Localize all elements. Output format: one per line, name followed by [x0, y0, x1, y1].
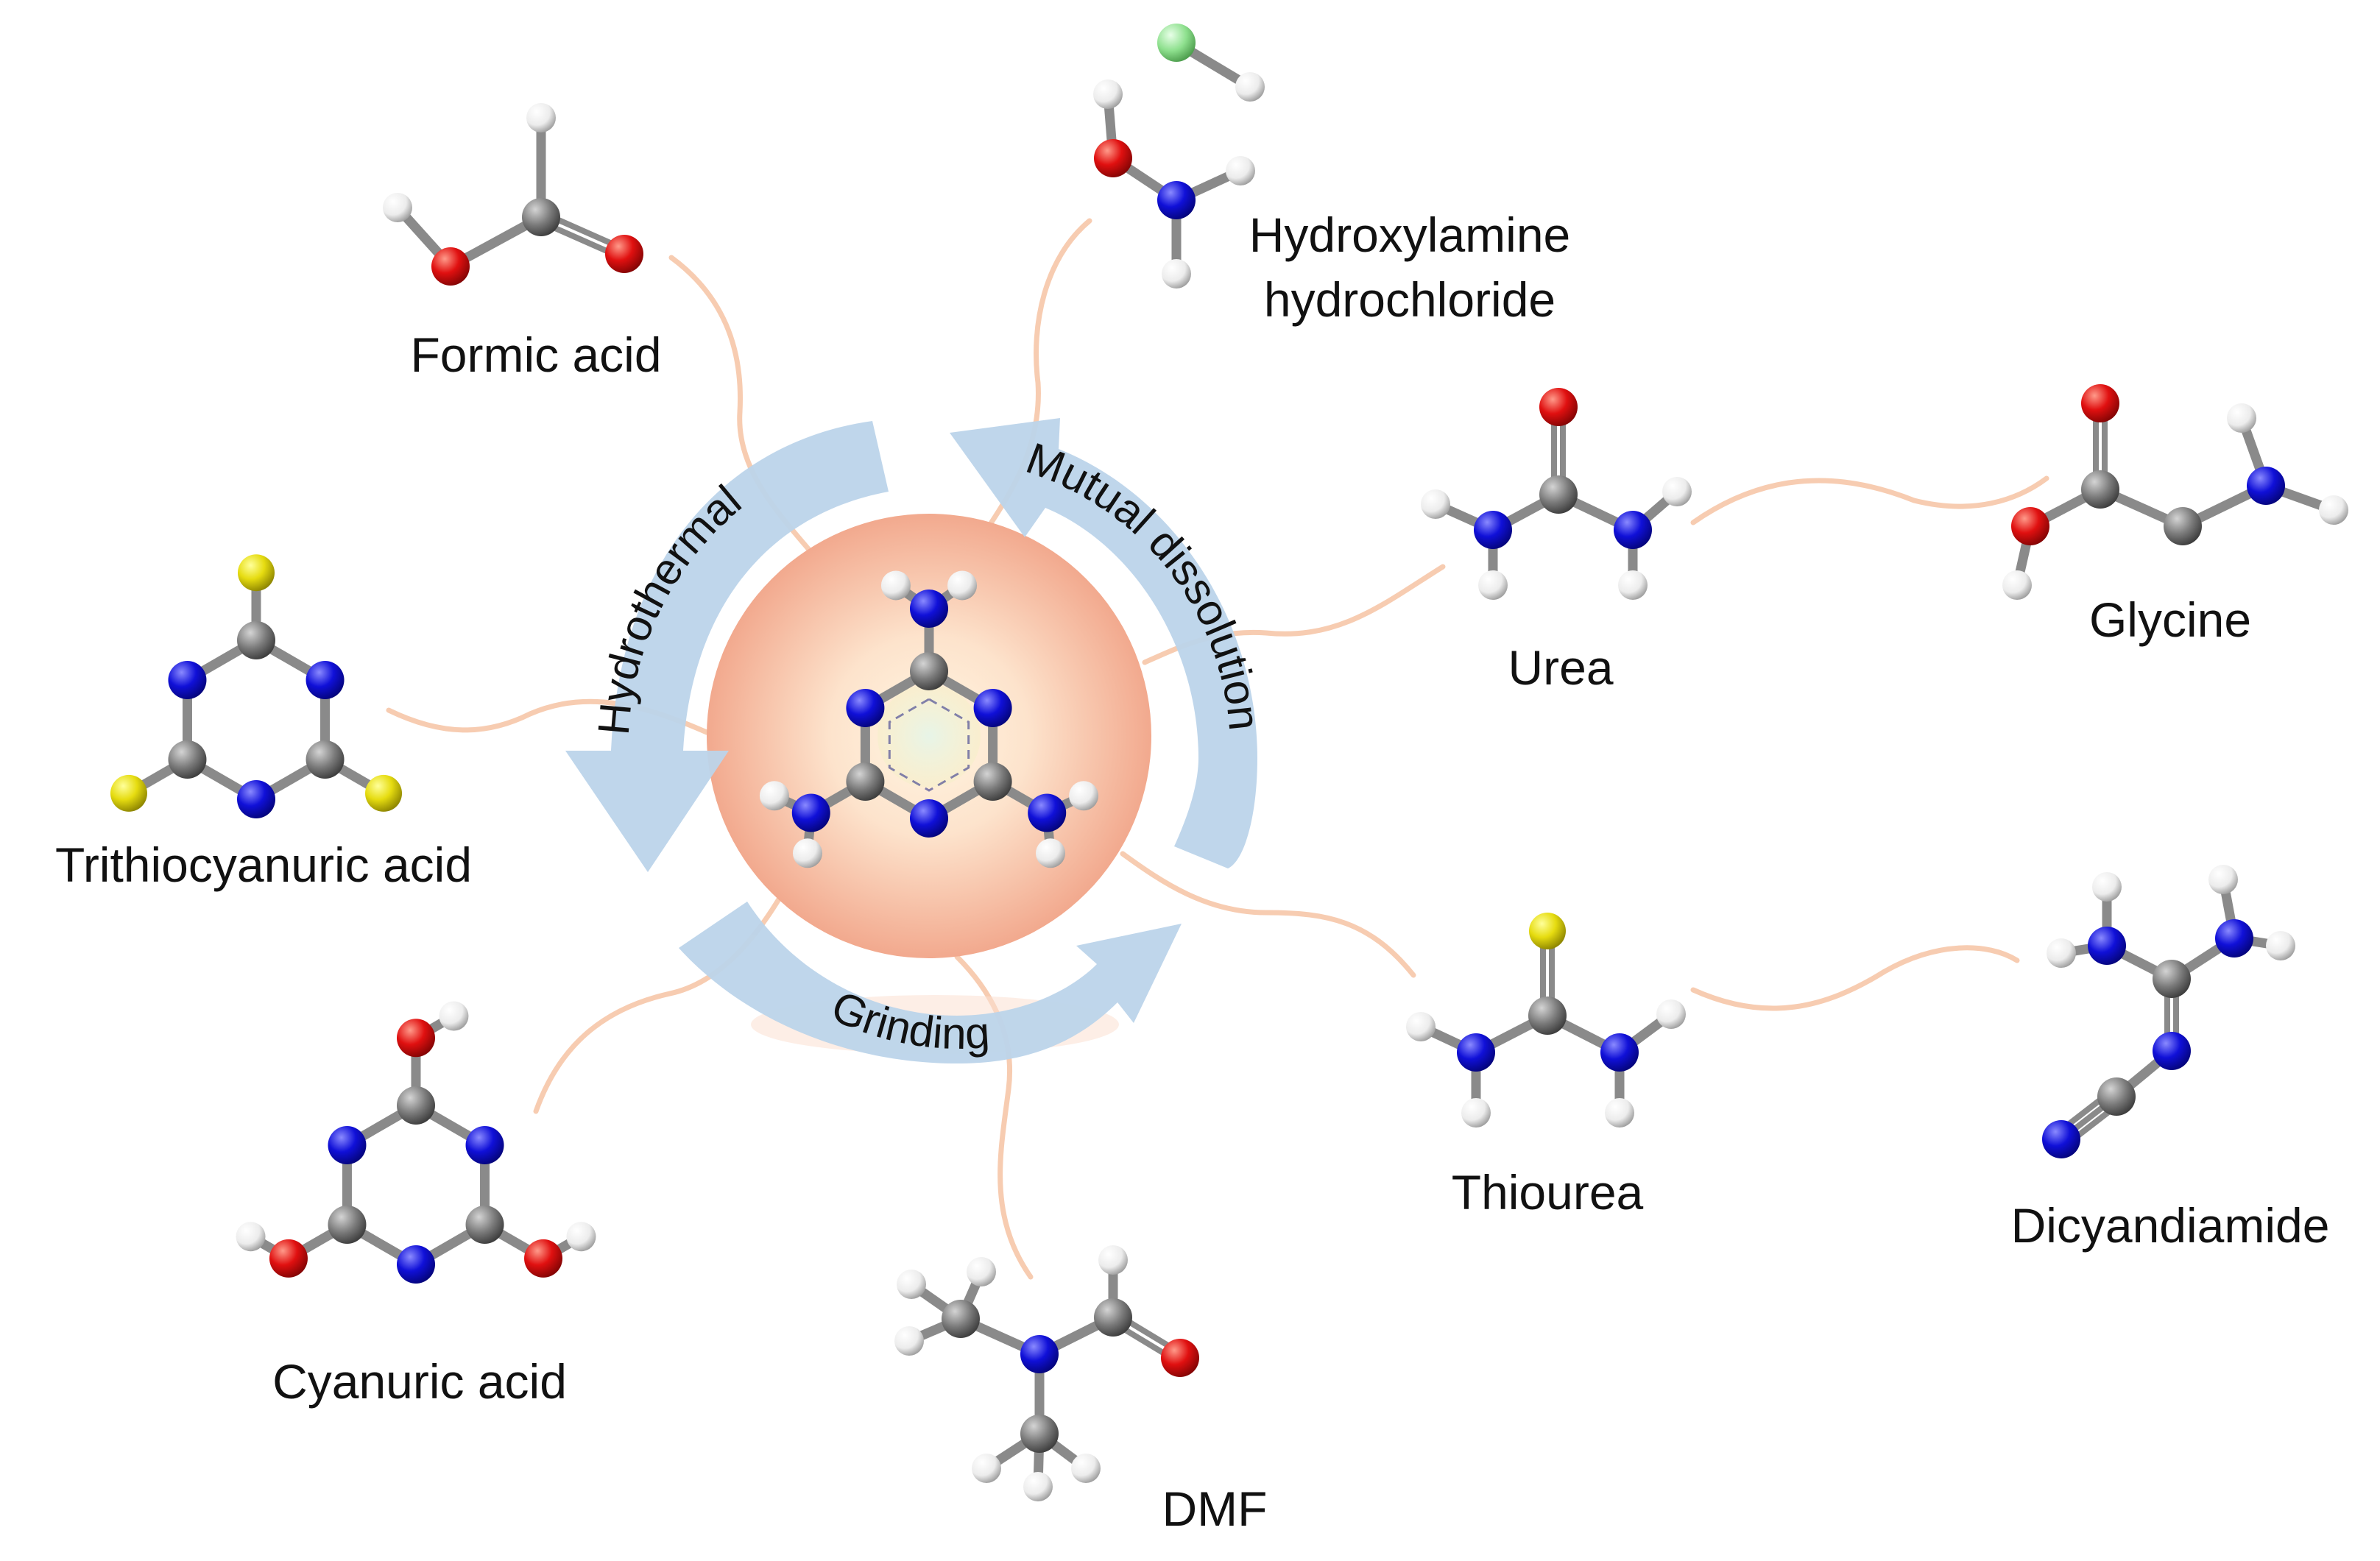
connector-lines [386, 218, 2049, 1280]
label-glycine: Glycine [2089, 592, 2251, 647]
thiourea-molecule [1406, 913, 1686, 1128]
molecules-layer [110, 24, 2348, 1501]
dicyandiamide-molecule [2042, 865, 2295, 1158]
label-trithiocyanuric-acid: Trithiocyanuric acid [55, 838, 472, 892]
label-dicyandiamide: Dicyandiamide [2011, 1198, 2330, 1253]
glycine-molecule [2002, 384, 2348, 600]
label-formic-acid: Formic acid [410, 328, 661, 382]
conn-glycine [1690, 475, 2049, 525]
urea-molecule [1421, 388, 1692, 600]
dmf-molecule [894, 1245, 1199, 1501]
conn-dicyandiamide [1690, 945, 2020, 1011]
process-arrows [565, 418, 1257, 1063]
label-hydroxylamine-hydrochloride-line1: Hydroxylamine [1249, 208, 1570, 262]
grinding-arrow [679, 902, 1182, 1063]
molecule-labels: Formic acid Hydroxylamine hydrochloride … [55, 208, 2329, 1536]
hydroxylamine-hydrochloride-molecule [1093, 24, 1265, 289]
label-thiourea: Thiourea [1452, 1165, 1644, 1220]
label-dmf: DMF [1162, 1482, 1268, 1536]
hydrothermal-arrow [565, 421, 889, 872]
formic-acid-molecule [383, 103, 643, 286]
conn-dmf [954, 954, 1034, 1280]
cyanuric-acid-molecule [236, 1001, 596, 1284]
melamine-molecule [759, 570, 1099, 868]
label-hydroxylamine-hydrochloride-line2: hydrochloride [1264, 272, 1556, 327]
label-cyanuric-acid: Cyanuric acid [272, 1354, 567, 1409]
mutual-dissolution-arrow [950, 418, 1257, 868]
trithiocyanuric-acid-molecule [110, 554, 403, 818]
label-urea: Urea [1508, 640, 1613, 695]
conn-thiourea [1120, 851, 1416, 978]
